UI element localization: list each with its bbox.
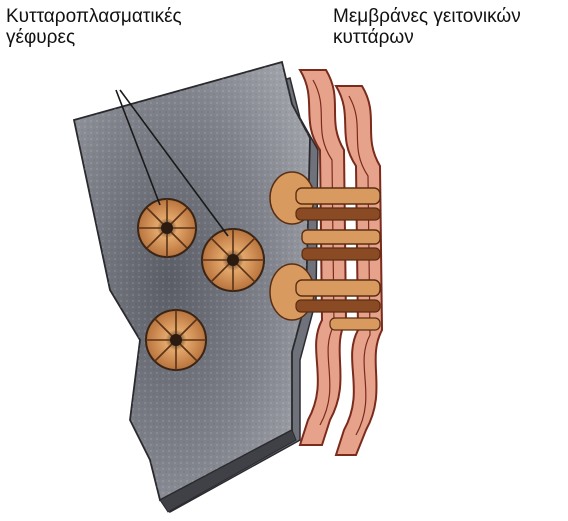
plasmodesma-pore-1 <box>138 199 196 257</box>
plasmodesma-pore-2 <box>202 229 264 291</box>
plasmodesma-pore-3 <box>146 310 206 370</box>
